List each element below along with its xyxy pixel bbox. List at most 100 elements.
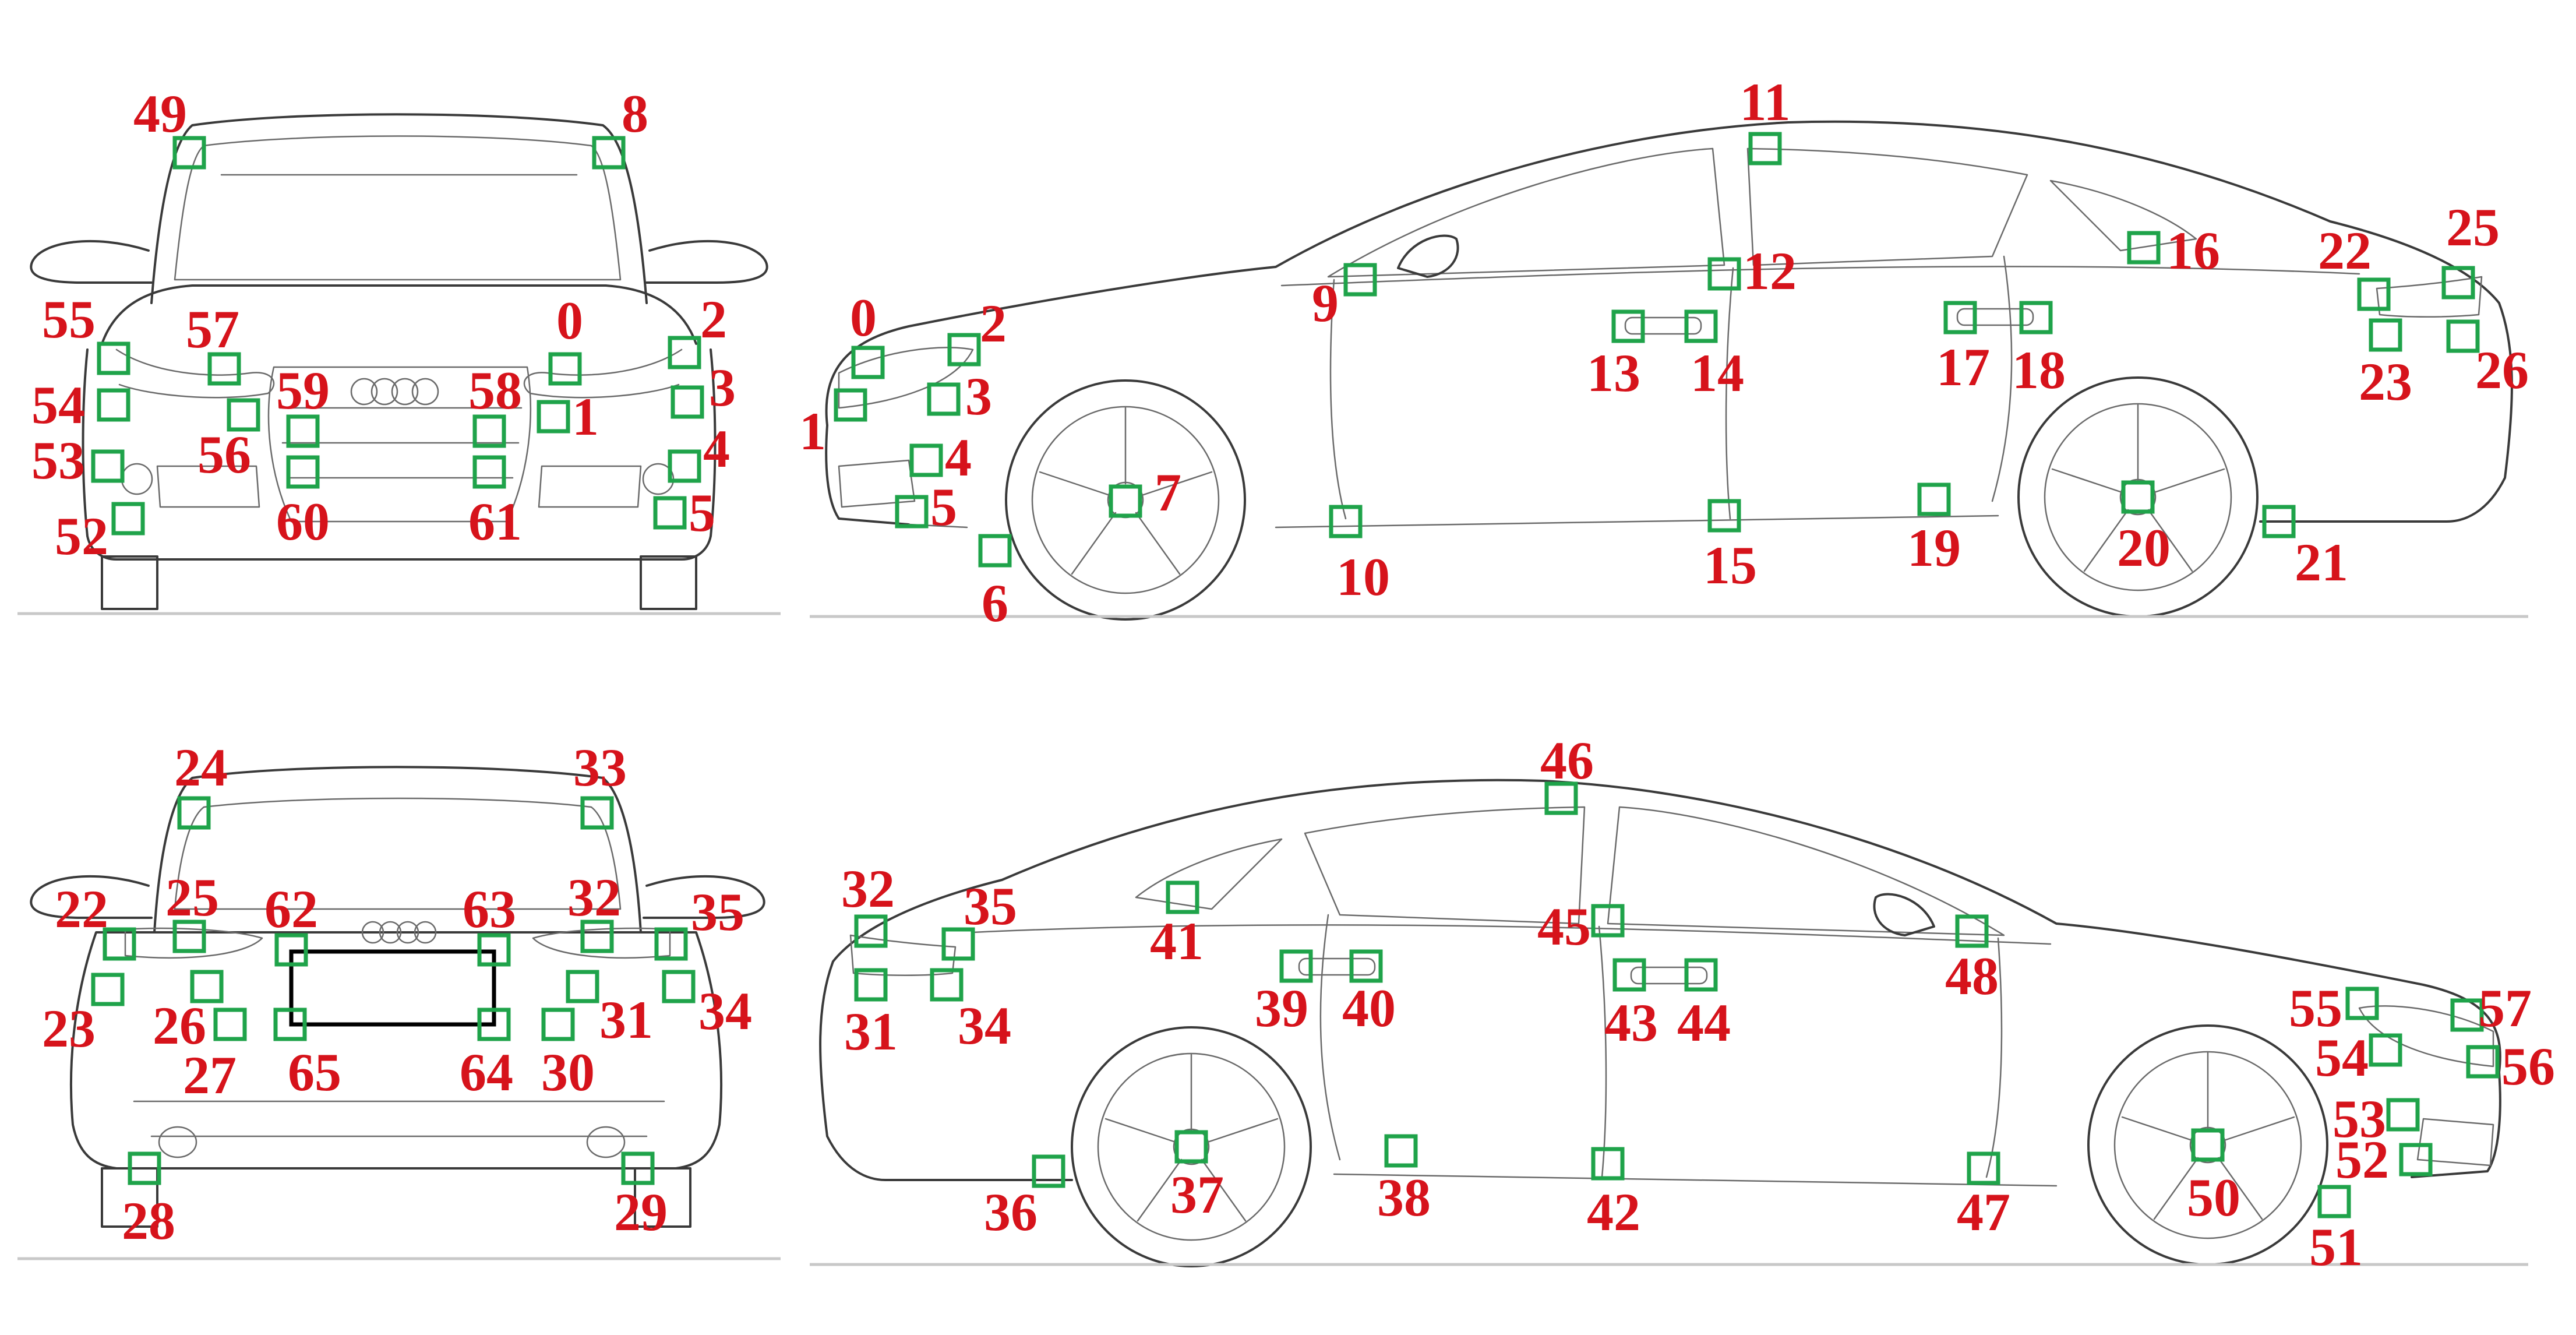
keypoint-label-52: 52 bbox=[2335, 1130, 2389, 1189]
keypoint-label-30: 30 bbox=[541, 1042, 595, 1102]
keypoint-box-30 bbox=[541, 1008, 575, 1041]
keypoint-box-62 bbox=[274, 933, 308, 967]
keypoint-label-13: 13 bbox=[1587, 343, 1640, 403]
keypoint-box-44 bbox=[1684, 958, 1718, 992]
keypoint-label-54: 54 bbox=[2315, 1028, 2369, 1087]
keypoint-label-15: 15 bbox=[1703, 536, 1757, 595]
keypoint-box-48 bbox=[1955, 914, 1989, 948]
front-view-drawing bbox=[17, 113, 781, 615]
keypoint-box-56 bbox=[227, 398, 260, 432]
keypoint-box-23 bbox=[2369, 318, 2402, 352]
keypoint-box-33 bbox=[580, 796, 614, 830]
keypoint-label-31: 31 bbox=[844, 1002, 898, 1061]
keypoint-box-56 bbox=[2466, 1045, 2500, 1079]
keypoint-box-46 bbox=[1544, 781, 1578, 815]
keypoint-box-45 bbox=[1591, 904, 1625, 938]
keypoint-box-15 bbox=[1707, 499, 1741, 533]
keypoint-box-49 bbox=[172, 136, 206, 170]
keypoint-box-29 bbox=[621, 1151, 655, 1185]
keypoint-label-64: 64 bbox=[460, 1042, 513, 1102]
keypoint-box-53 bbox=[91, 449, 125, 483]
keypoint-box-1 bbox=[537, 400, 570, 434]
keypoint-box-51 bbox=[2317, 1185, 2351, 1218]
keypoint-box-57 bbox=[207, 352, 241, 386]
keypoint-box-43 bbox=[1612, 958, 1646, 992]
keypoint-box-18 bbox=[2019, 301, 2053, 334]
keypoint-box-26 bbox=[190, 970, 224, 1003]
keypoint-box-1 bbox=[834, 388, 867, 422]
keypoint-box-31 bbox=[566, 970, 599, 1003]
keypoint-label-7: 7 bbox=[1155, 463, 1181, 522]
keypoint-box-54 bbox=[97, 388, 130, 422]
keypoint-box-10 bbox=[1329, 505, 1363, 538]
keypoint-box-11 bbox=[1748, 132, 1782, 165]
keypoint-box-5 bbox=[653, 496, 687, 530]
keypoint-label-9: 9 bbox=[1312, 273, 1339, 333]
keypoint-box-34 bbox=[930, 968, 964, 1002]
keypoint-label-57: 57 bbox=[186, 300, 239, 359]
keypoint-label-23: 23 bbox=[42, 999, 96, 1058]
keypoint-label-62: 62 bbox=[264, 879, 318, 939]
keypoint-label-16: 16 bbox=[2166, 221, 2220, 280]
keypoint-label-26: 26 bbox=[2475, 340, 2529, 400]
keypoint-box-35 bbox=[941, 927, 975, 961]
keypoint-box-37 bbox=[1174, 1130, 1208, 1164]
keypoint-box-5 bbox=[895, 495, 929, 529]
keypoint-box-52 bbox=[111, 502, 145, 536]
keypoint-box-55 bbox=[2345, 987, 2379, 1020]
keypoint-box-0 bbox=[851, 346, 885, 379]
keypoint-box-3 bbox=[927, 382, 961, 416]
keypoint-label-65: 65 bbox=[288, 1042, 341, 1102]
keypoint-box-24 bbox=[177, 796, 211, 830]
keypoint-label-23: 23 bbox=[2359, 352, 2412, 411]
keypoint-label-48: 48 bbox=[1945, 946, 1999, 1006]
keypoint-box-58 bbox=[472, 414, 506, 448]
keypoint-box-4 bbox=[668, 449, 701, 483]
keypoint-label-37: 37 bbox=[1170, 1165, 1224, 1224]
keypoint-box-27 bbox=[213, 1008, 247, 1041]
keypoint-label-34: 34 bbox=[958, 996, 1011, 1055]
keypoint-box-6 bbox=[978, 534, 1012, 568]
keypoint-box-2 bbox=[668, 336, 701, 369]
keypoint-label-59: 59 bbox=[276, 361, 330, 420]
keypoint-label-57: 57 bbox=[2478, 978, 2532, 1038]
keypoint-label-42: 42 bbox=[1587, 1182, 1640, 1242]
keypoint-box-57 bbox=[2450, 998, 2484, 1032]
keypoint-box-16 bbox=[2127, 231, 2161, 265]
keypoint-box-39 bbox=[1279, 949, 1313, 983]
keypoint-label-4: 4 bbox=[945, 428, 972, 487]
keypoint-box-28 bbox=[128, 1151, 161, 1185]
keypoint-label-63: 63 bbox=[463, 879, 516, 939]
keypoint-box-55 bbox=[97, 341, 130, 375]
keypoint-label-2: 2 bbox=[700, 290, 727, 349]
keypoint-box-54 bbox=[2369, 1033, 2402, 1067]
keypoint-label-25: 25 bbox=[2446, 198, 2500, 257]
keypoint-box-50 bbox=[2191, 1128, 2225, 1162]
keypoint-box-20 bbox=[2121, 480, 2155, 514]
keypoint-box-63 bbox=[477, 933, 511, 967]
keypoint-box-22 bbox=[103, 927, 136, 961]
keypoint-label-60: 60 bbox=[276, 492, 330, 551]
keypoint-label-40: 40 bbox=[1342, 978, 1396, 1038]
keypoint-box-0 bbox=[548, 352, 582, 386]
keypoint-label-35: 35 bbox=[691, 882, 744, 942]
keypoint-label-3: 3 bbox=[709, 358, 736, 417]
keypoint-box-36 bbox=[1032, 1154, 1065, 1188]
keypoint-box-26 bbox=[2446, 319, 2480, 353]
keypoint-box-2 bbox=[947, 333, 981, 367]
keypoint-box-52 bbox=[2399, 1143, 2433, 1177]
keypoint-label-32: 32 bbox=[567, 868, 621, 927]
keypoint-label-11: 11 bbox=[1740, 72, 1791, 132]
keypoint-label-53: 53 bbox=[2332, 1089, 2386, 1149]
keypoint-label-18: 18 bbox=[2012, 340, 2066, 400]
keypoint-label-4: 4 bbox=[703, 419, 730, 478]
keypoint-box-17 bbox=[1943, 301, 1977, 334]
right-side-view-drawing bbox=[810, 779, 2528, 1267]
keypoint-box-41 bbox=[1166, 880, 1199, 914]
keypoint-label-35: 35 bbox=[964, 876, 1017, 936]
keypoint-label-29: 29 bbox=[614, 1182, 668, 1242]
